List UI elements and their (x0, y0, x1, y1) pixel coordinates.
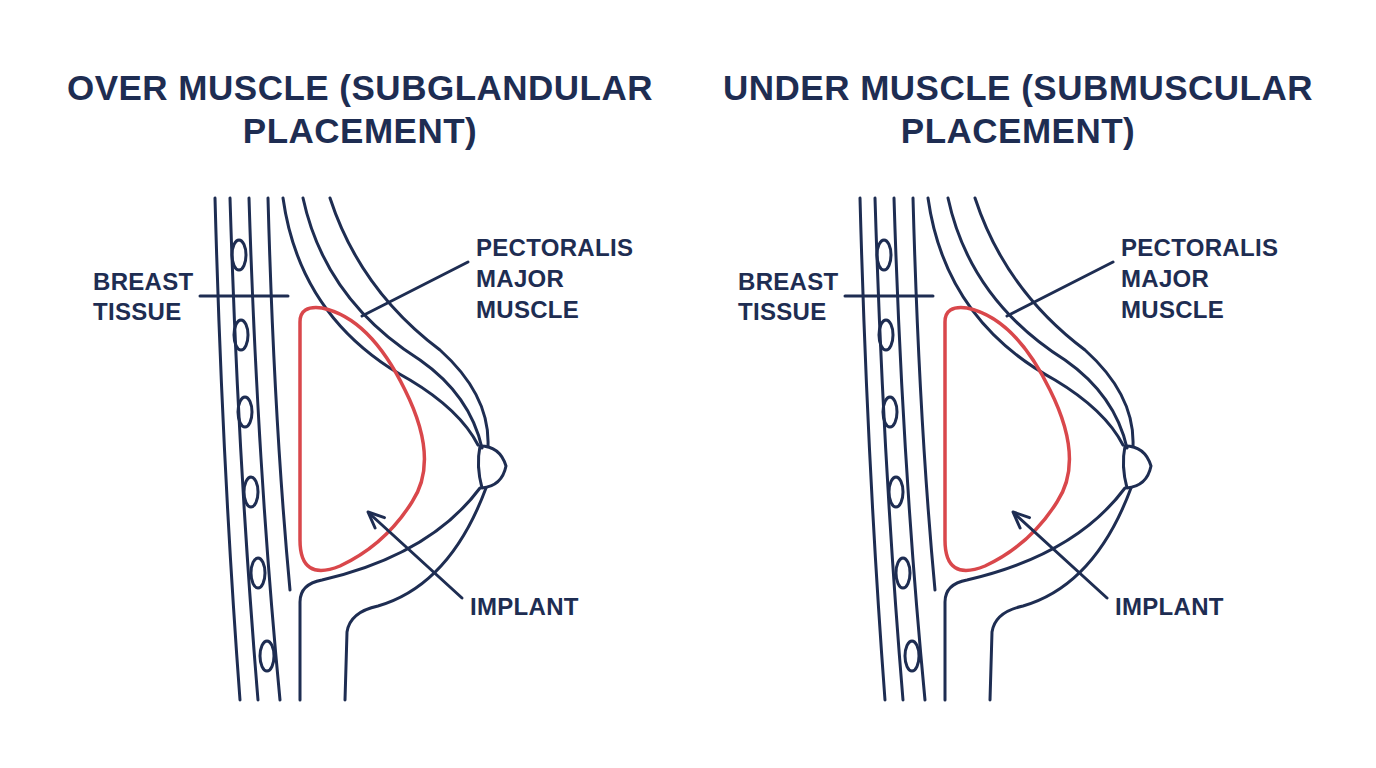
panel-heading: OVER MUSCLE (SUBGLANDULAR PLACEMENT) (60, 66, 660, 152)
panel-heading: UNDER MUSCLE (SUBMUSCULAR PLACEMENT) (718, 66, 1318, 152)
right-panel-art (845, 198, 1151, 700)
left-panel-art (200, 198, 506, 700)
part-label: BREAST TISSUE (738, 267, 853, 327)
part-label: BREAST TISSUE (93, 267, 208, 327)
part-label: IMPLANT (1115, 592, 1275, 622)
part-label: PECTORALIS MAJOR MUSCLE (476, 232, 646, 325)
part-label: IMPLANT (470, 592, 630, 622)
part-label: PECTORALIS MAJOR MUSCLE (1121, 232, 1291, 325)
